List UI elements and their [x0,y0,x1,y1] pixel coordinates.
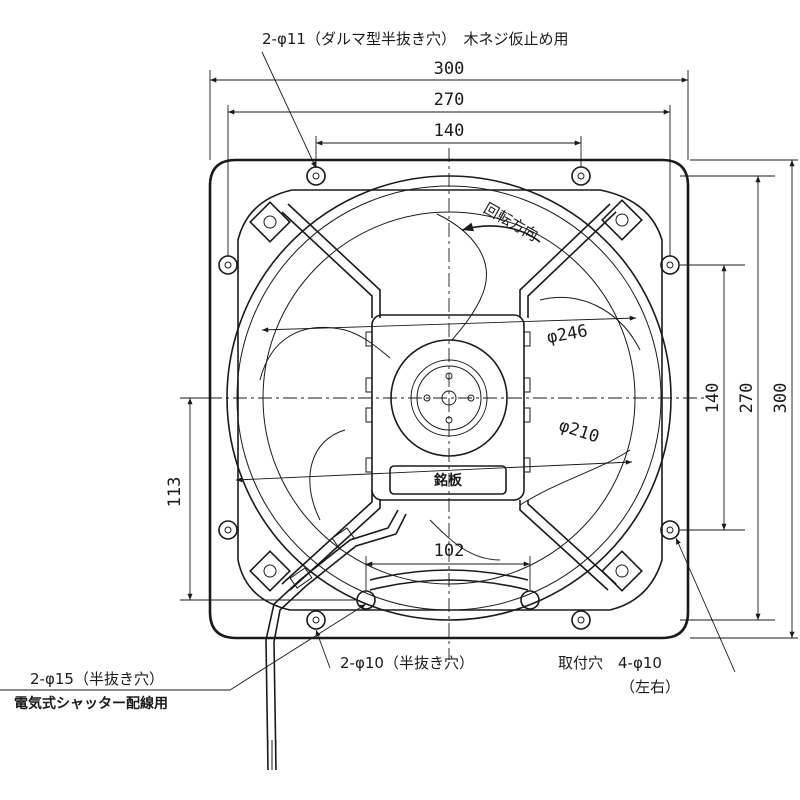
dim-300-label: 300 [434,59,465,79]
hole-top-right [571,166,591,186]
corner-bracket-tr [601,199,643,241]
dim-270-vertical: 270 [680,175,775,621]
shutter-cable [265,509,407,771]
corner-bracket-bl [249,550,291,592]
dim-phi246-label: φ246 [545,321,589,348]
hole-top-left [306,166,326,186]
hole-left-lower [218,520,238,540]
dim-300v-label: 300 [771,383,791,414]
dim-140-label: 140 [434,121,465,141]
mount-side-label: （左右） [620,678,680,696]
center-lines [183,148,705,660]
fan-blades [259,213,641,561]
shutter-holes-label: 2-φ15（半抜き穴） [30,670,164,688]
leader-shutter-holes: 2-φ15（半抜き穴） 電気式シャッター配線用 [0,603,367,712]
shutter-wiring-label: 電気式シャッター配線用 [14,695,168,712]
dim-140v-label: 140 [703,383,723,414]
mount-holes-label: 取付穴 4-φ10 [558,654,662,672]
dim-phi210-label: φ210 [556,416,601,448]
dim-300-horizontal: 300 [209,59,689,160]
hole-right-upper [660,255,680,275]
dim-113-label: 113 [165,477,185,508]
rotation-arrow: 回転方向 [461,199,541,245]
guard-struts [281,203,617,591]
corner-bracket-br [601,550,643,592]
dim-270-horizontal: 270 [227,90,671,256]
motor-housing: 銘板 [365,314,531,501]
hole-right-lower [660,520,680,540]
hole-bottom-left [306,610,326,630]
leader-half-holes: 2-φ10（半抜き穴） [315,629,474,672]
leader-top-holes: 2-φ11（ダルマ型半抜き穴） 木ネジ仮止め用 [261,30,568,169]
dim-270-label: 270 [434,90,465,110]
hole-bottom-right [571,610,591,630]
dim-phi210: φ210 [235,416,633,483]
dim-102-label: 102 [434,541,465,561]
half-holes-label: 2-φ10（半抜き穴） [340,654,474,672]
dim-140-vertical: 140 [680,264,745,531]
nameplate-label: 銘板 [434,472,463,489]
dim-140-horizontal: 140 [315,121,582,168]
rotation-label: 回転方向 [480,199,541,245]
bottom-strut [369,569,529,591]
hole-left-upper [218,255,238,275]
fan-ring [226,175,672,621]
corner-bracket-tl [249,201,291,243]
dim-300-vertical: 300 [690,159,798,639]
dim-102-horizontal: 102 [365,541,531,590]
leader-mount-holes: 取付穴 4-φ10 （左右） [558,537,736,696]
dim-270v-label: 270 [737,383,757,414]
dim-113-vertical: 113 [165,397,356,601]
half-hole-right [516,590,544,611]
top-holes-label: 2-φ11（ダルマ型半抜き穴） 木ネジ仮止め用 [262,30,568,48]
